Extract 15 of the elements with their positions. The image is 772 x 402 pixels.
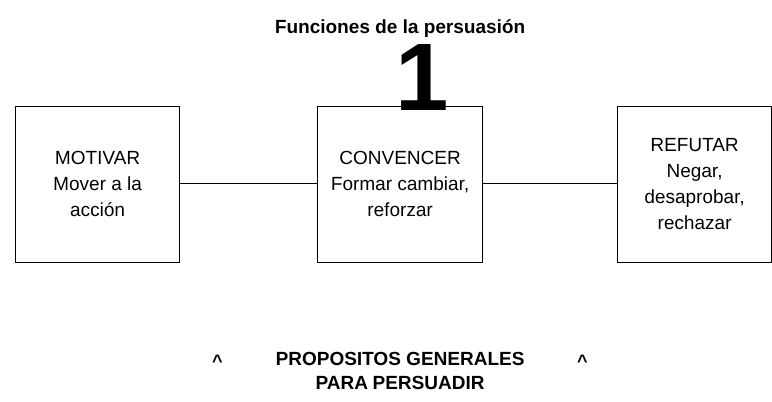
connector-line <box>180 183 318 184</box>
box-text: Mover a la acción <box>52 172 143 222</box>
caret-mark: ^ <box>577 350 588 373</box>
box-heading: REFUTAR <box>650 134 739 158</box>
box-text: Negar, desaprobar, rechazar <box>643 160 746 236</box>
figure-number: 1 <box>395 38 448 118</box>
box-heading: CONVENCER <box>339 146 461 170</box>
connector-line <box>482 183 618 184</box>
process-box <box>15 106 180 263</box>
caret-mark: ^ <box>212 350 223 373</box>
box-heading: MOTIVAR <box>54 146 140 170</box>
process-box <box>617 106 772 263</box>
box-text: Formar cambiar, reforzar <box>330 172 470 222</box>
diagram-title: Funciones de la persuasión <box>274 16 526 40</box>
footer-heading: PROPOSITOS GENERALES PARA PERSUADIR <box>274 348 526 396</box>
